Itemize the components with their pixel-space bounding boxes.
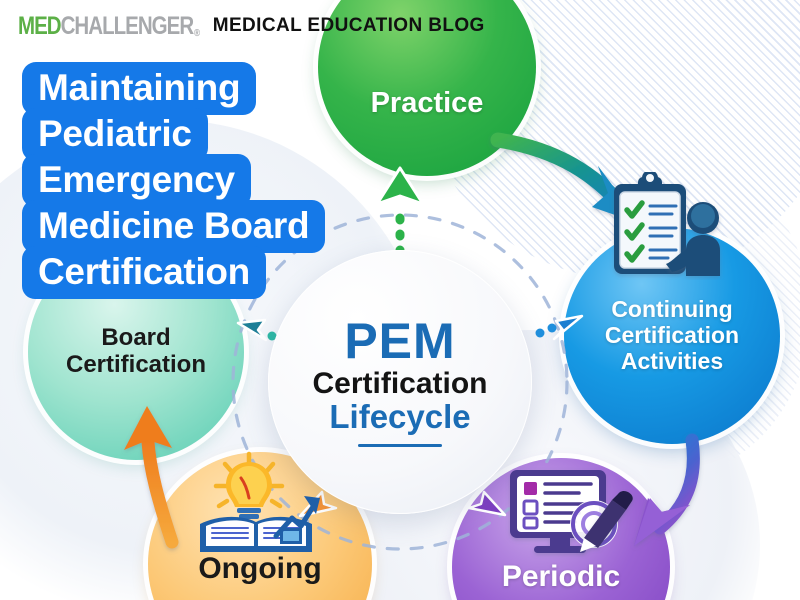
node-cca-label-line3: Activities	[620, 347, 724, 374]
header-title: MEDICAL EDUCATION BLOG	[212, 15, 485, 36]
title-line-5: Certification	[22, 246, 266, 299]
monitor-checklist-pencil-icon	[500, 460, 640, 566]
title-line-1: Maintaining	[22, 62, 257, 115]
node-periodic-label: Periodic	[501, 560, 621, 593]
article-title-overlay: Maintaining Pediatric Emergency Medicine…	[22, 62, 326, 299]
lightbulb-open-book-growth-icon	[192, 448, 328, 556]
person-figure	[666, 202, 720, 276]
node-practice-label: Practice	[370, 86, 484, 119]
node-cca-label-line1: Continuing	[611, 296, 733, 323]
node-board-label-line2: Certification	[65, 351, 206, 378]
clipboard-checklist-person-icon	[600, 170, 728, 280]
hub-title-certification: Certification	[312, 367, 488, 401]
logo-med-text: MED	[18, 11, 62, 40]
title-line-2: Pediatric	[22, 108, 208, 161]
node-cca-label-line2: Certification	[604, 322, 740, 349]
node-board-label-line1: Board	[101, 324, 171, 352]
title-line-3: Emergency	[22, 154, 251, 207]
hub-title-pem: PEM	[344, 313, 456, 370]
node-ongoing-label: Ongoing	[198, 552, 322, 585]
pencil	[580, 490, 633, 552]
hub-title-lifecycle: Lifecycle	[329, 397, 471, 435]
hub-underline	[358, 443, 442, 447]
logo-registered-mark: ®	[193, 27, 200, 39]
logo-challenger-text: CHALLENGER	[60, 11, 195, 40]
